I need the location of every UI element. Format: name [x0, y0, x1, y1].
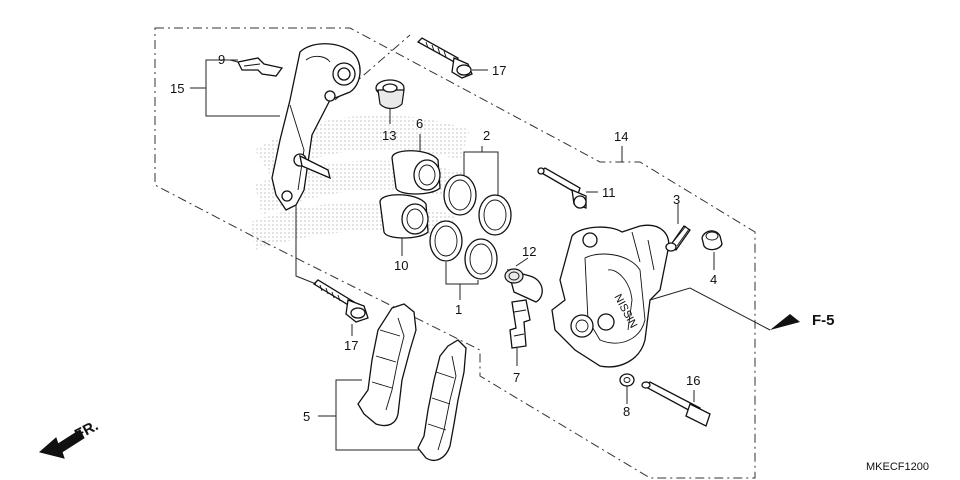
callout-11: 11 — [602, 185, 616, 200]
bracket-bolt-top — [416, 37, 473, 79]
caliper-pin — [641, 381, 711, 427]
brake-pad-rear — [417, 339, 467, 461]
callout-15: 15 — [170, 81, 184, 96]
pin-boot — [375, 79, 405, 110]
caliper-body: NISSIN — [551, 224, 670, 368]
arrow-right-icon — [770, 314, 800, 330]
front-direction-indicator: FR. — [38, 417, 101, 459]
piston-seals — [429, 174, 512, 280]
callout-17-top: 17 — [492, 63, 506, 78]
bleeder-screw — [665, 225, 691, 252]
callout-16: 16 — [686, 373, 700, 388]
pin-bolt-boot — [504, 268, 543, 303]
callout-13: 13 — [382, 128, 396, 143]
assembly-outline-top — [334, 34, 411, 101]
brake-pad-front — [357, 303, 417, 427]
callout-numbers: 2 1 3 4 5 6 7 8 9 10 11 12 13 14 15 16 1… — [170, 52, 717, 424]
callout-7: 7 — [513, 370, 520, 385]
leader-lines — [190, 59, 771, 451]
callout-5: 5 — [303, 409, 310, 424]
callout-14: 14 — [614, 129, 628, 144]
callout-3: 3 — [673, 192, 680, 207]
diagram-code: MKECF1200 — [866, 461, 929, 473]
bracket-bolt-bottom — [312, 279, 369, 323]
washer — [619, 373, 635, 387]
callout-1: 2 — [483, 128, 490, 143]
piston-lower — [379, 194, 429, 239]
callout-6: 6 — [416, 116, 423, 131]
slide-pin — [537, 167, 587, 209]
caliper-bracket — [271, 43, 361, 211]
callout-12: 12 — [522, 244, 536, 259]
ref-arrow-label: F-5 — [812, 312, 835, 329]
callout-10: 10 — [394, 258, 408, 273]
pad-spring — [509, 299, 531, 349]
pad-spring-clip — [237, 57, 284, 77]
front-arrow-icon — [38, 429, 85, 459]
ref-arrow: F-5 — [770, 312, 835, 330]
bleeder-cap — [701, 230, 723, 251]
callout-1b: 1 — [455, 302, 462, 317]
callout-8: 8 — [623, 404, 630, 419]
assembly-outline — [154, 27, 756, 479]
piston-upper — [391, 150, 441, 195]
callout-9: 9 — [218, 52, 225, 67]
callout-17-bottom: 17 — [344, 338, 358, 353]
callout-4: 4 — [710, 272, 717, 287]
